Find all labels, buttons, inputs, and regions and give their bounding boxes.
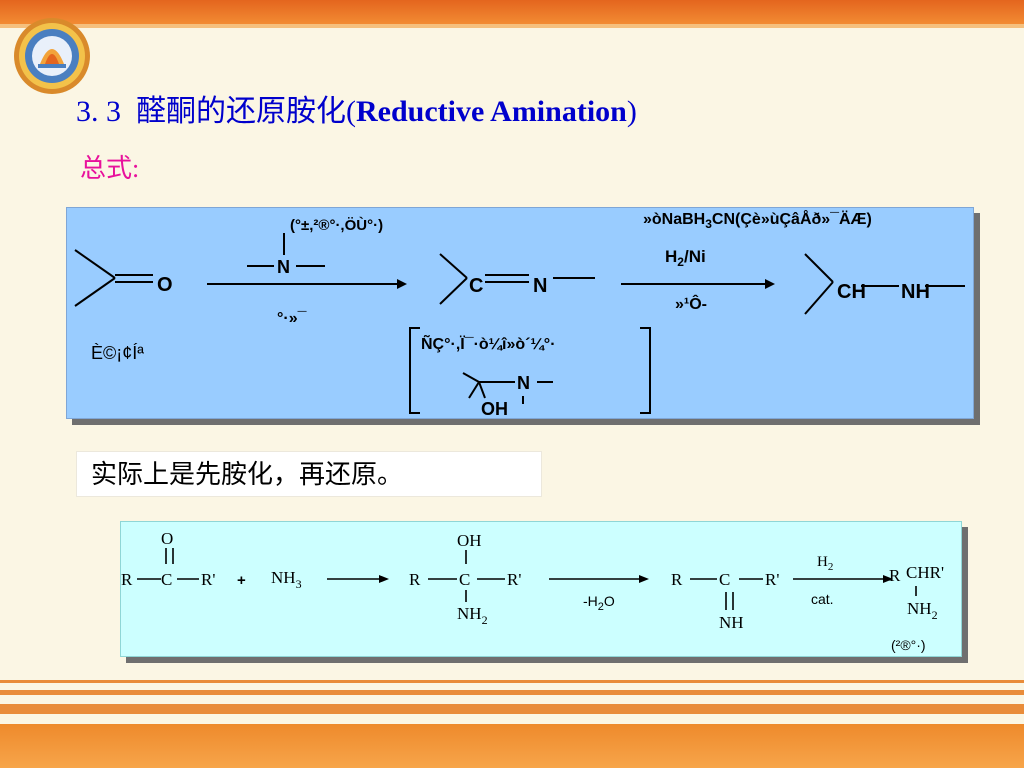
mech-c1: C [161, 570, 172, 589]
mech-imine-nh: NH [719, 613, 744, 632]
mech-rprime1: R' [201, 570, 215, 589]
mech-rprime2: R' [507, 570, 521, 589]
mech-amino: NH2 [457, 604, 488, 627]
general-formula-label: 总式: [80, 154, 140, 183]
mech-chr: CHR' [906, 563, 944, 582]
reagent-nabh3cn: »òNaBH3CN(Çè»ùÇâÅð»¯ÄÆ) [643, 209, 872, 231]
mech-r4: R [889, 566, 901, 585]
university-logo [14, 18, 90, 94]
intermediate-note: ÑÇ°·,Ï¯·ò¼î»ò´¼°· [421, 333, 556, 353]
mech-hydrogen: H2 [817, 554, 833, 573]
amine-note: (°±,²®°·,ÖÙ°·) [290, 216, 383, 234]
top-bar [0, 0, 1024, 24]
mech-rprime3: R' [765, 570, 779, 589]
mech-ammonia: NH3 [271, 568, 302, 591]
arrow2-label: »¹Ô- [675, 294, 707, 313]
top-bar-rule [0, 24, 1024, 28]
scheme-general-drawing: O È©¡¢Íª (°±,²®°·,ÖÙ°·) N °·»¯ C N »òNaB… [74, 209, 965, 418]
intermediate-nitrogen: N [517, 373, 530, 393]
bottom-rule-thin [0, 680, 1024, 683]
imine-carbon: C [469, 275, 483, 297]
mech-product-note: (²®°·) [891, 637, 926, 653]
reaction-scheme-mechanism: O R C R' + NH3 OH R C R' NH2 -H2O R C R'… [120, 521, 962, 657]
product-ch: CH [837, 281, 866, 303]
bottom-rule-2 [0, 704, 1024, 714]
mech-product-amino: NH2 [907, 599, 938, 622]
bottom-band [0, 724, 1024, 768]
mech-carbonyl-oxygen: O [161, 529, 173, 548]
mech-r3: R [671, 570, 683, 589]
scheme-mechanism-drawing: O R C R' + NH3 OH R C R' NH2 -H2O R C R'… [121, 529, 944, 653]
arrow1-label: °·»¯ [277, 310, 307, 327]
intermediate-hydroxyl: OH [481, 399, 508, 418]
page-title: 3. 3 醛酮的还原胺化(Reductive Amination) [76, 95, 637, 128]
bottom-rule-1 [0, 690, 1024, 695]
mech-c2: C [459, 570, 470, 589]
product-nh: NH [901, 281, 930, 303]
ketone-label: È©¡¢Íª [91, 343, 144, 363]
reagent-h2-ni: H2/Ni [665, 247, 706, 269]
mech-minus-water: -H2O [583, 593, 615, 613]
reaction-scheme-general: O È©¡¢Íª (°±,²®°·,ÖÙ°·) N °·»¯ C N »òNaB… [66, 207, 974, 419]
mech-r1: R [121, 570, 133, 589]
imine-nitrogen: N [533, 275, 547, 297]
title-english: Reductive Amination [356, 95, 627, 128]
mech-plus: + [237, 572, 246, 589]
mech-c3: C [719, 570, 730, 589]
amine-nitrogen: N [277, 257, 290, 277]
explanation-note: 实际上是先胺化，再还原。 [76, 451, 542, 497]
mech-catalyst: cat. [811, 591, 834, 607]
mech-hydroxyl: OH [457, 531, 482, 550]
ketone-oxygen: O [157, 274, 173, 296]
mech-r2: R [409, 570, 421, 589]
